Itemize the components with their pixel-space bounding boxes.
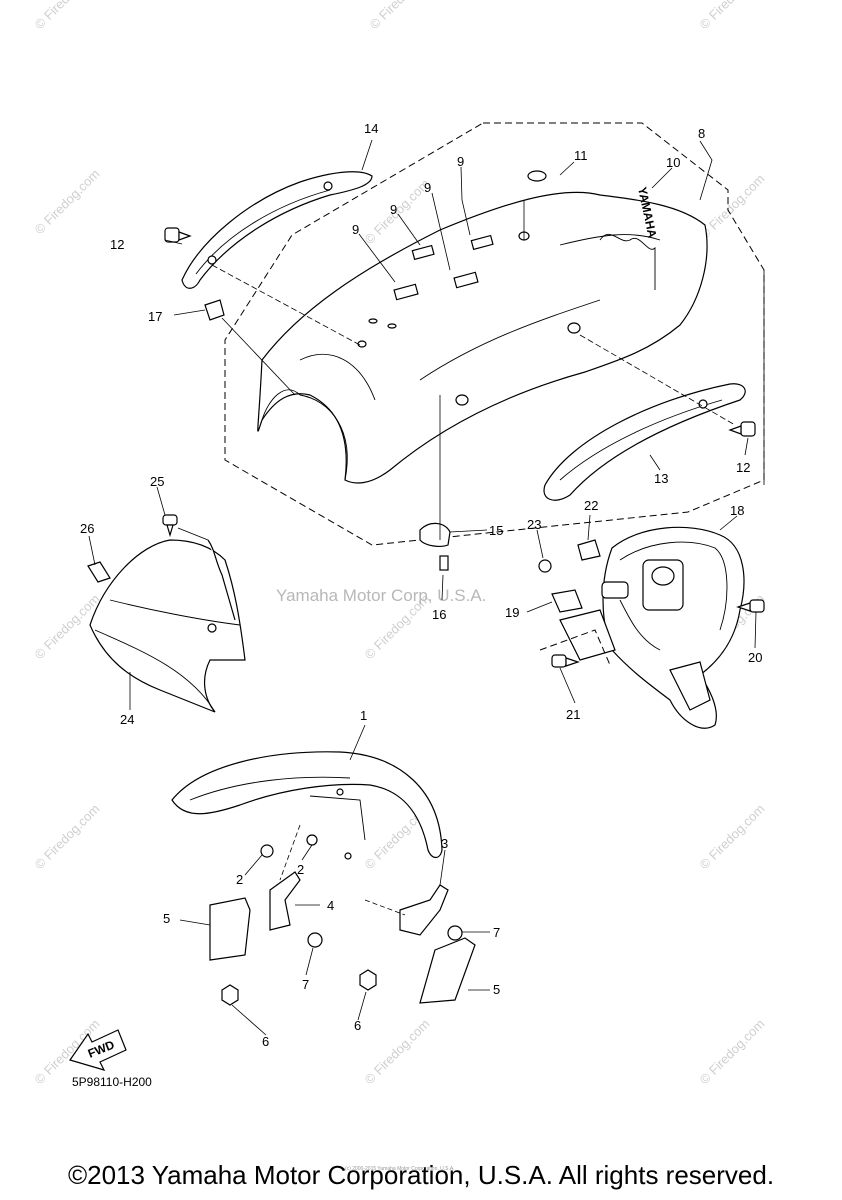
callout-4: 4 [327,898,334,913]
callout-19: 19 [505,605,519,620]
watermark: © Firedog.com [697,0,768,32]
bolt-25 [162,514,178,538]
callout-6: 6 [354,1018,361,1033]
bolt-21 [551,654,580,668]
callout-3: 3 [441,836,448,851]
leaders-front [179,724,490,1036]
callout-23: 23 [527,517,541,532]
watermark: © Firedog.com [362,1016,433,1087]
bolt-20 [736,599,765,613]
fine-print: (c) 2000-2015 Yamaha Motor Corporation, … [345,1166,455,1172]
brackets-front [269,871,449,936]
callout-20: 20 [748,650,762,665]
callout-18: 18 [730,503,744,518]
screw-16 [439,555,449,571]
clamp-15 [419,522,451,547]
diagram-code: 5P98110-H200 [72,1075,152,1089]
callout-22: 22 [584,498,598,513]
callout-5: 5 [493,982,500,997]
washer-11 [527,170,547,182]
center-watermark: Yamaha Motor Corp, U.S.A. [276,586,486,605]
leaders-cover [88,486,209,710]
grab-rail-right [543,383,746,501]
bracket-19 [551,589,616,661]
bolt-23 [538,559,552,573]
callout-25: 25 [150,474,164,489]
watermark: © Firedog.com [32,801,103,872]
callout-2: 2 [297,862,304,877]
callout-14: 14 [364,121,378,136]
taillight-assembly [601,526,745,729]
callout-8: 8 [698,126,705,141]
bolt-22 [577,539,601,561]
callout-15: 15 [489,523,503,538]
callout-10: 10 [666,155,680,170]
watermark: © Firedog.com [32,166,103,237]
callout-9: 9 [352,222,359,237]
bolt-12-right [728,421,756,437]
callout-6: 6 [262,1034,269,1049]
side-cover [89,539,246,713]
callout-12: 12 [110,237,124,252]
watermark: © Firedog.com [697,1016,768,1087]
callout-9: 9 [457,154,464,169]
damper-17 [204,299,225,321]
callout-2: 2 [236,872,243,887]
nuts-and-bolts-front [221,834,463,1006]
callout-12: 12 [736,460,750,475]
watermark: © Firedog.com [367,0,438,32]
leaders-top [164,139,765,601]
callout-7: 7 [302,977,309,992]
callout-7: 7 [493,925,500,940]
callout-9: 9 [424,180,431,195]
callout-1: 1 [360,708,367,723]
callout-21: 21 [566,707,580,722]
fwd-arrow-icon: FWD [69,1029,127,1071]
callout-17: 17 [148,309,162,324]
callout-9: 9 [390,202,397,217]
callout-13: 13 [654,471,668,486]
callout-numbers: 1 2 2 3 4 5 5 6 6 7 7 8 9 9 9 9 9 10 11 … [80,121,762,1049]
grab-rail-left [181,171,373,289]
callout-16: 16 [432,607,446,622]
watermark: © Firedog.com [697,171,768,242]
bolt-12-left [164,227,192,243]
front-fender [171,751,443,860]
callout-26: 26 [80,521,94,536]
taillight-outline [539,629,611,666]
callout-5: 5 [163,911,170,926]
watermark: © Firedog.com [697,801,768,872]
rear-fender-assembly-outline [224,122,765,546]
callout-24: 24 [120,712,134,727]
clip-26 [87,561,111,583]
reflector-5-right [419,937,476,1004]
reflector-5-left [209,897,251,961]
rear-fender: YAMAHA [257,186,708,484]
watermark: © Firedog.com [32,0,103,32]
leaders-taillight [526,514,757,704]
copyright-notice: ©2013 Yamaha Motor Corporation, U.S.A. A… [67,1160,775,1190]
callout-11: 11 [574,148,588,163]
